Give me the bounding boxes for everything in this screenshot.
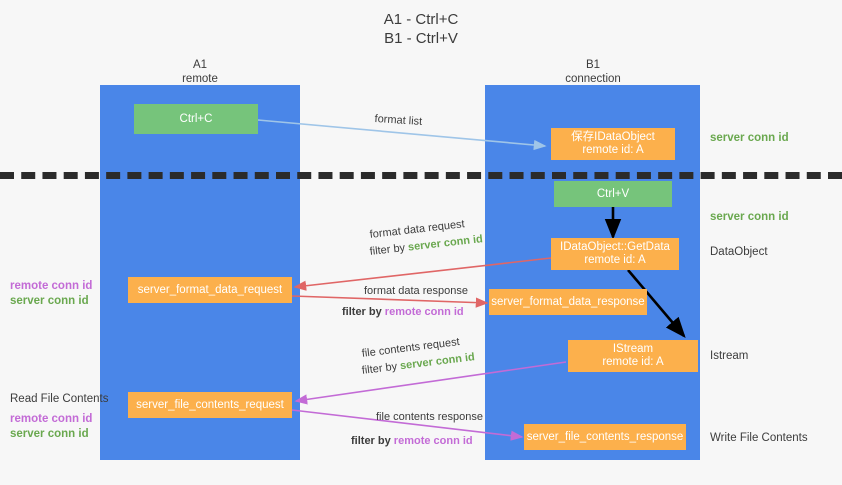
box-server-format-data-request[interactable]: server_format_data_request (128, 277, 292, 303)
annotation-format-list: format list (374, 112, 422, 129)
right-label-server-conn-id-top: server conn id (710, 131, 789, 146)
right-label-server-conn-id-top-text: server conn id (710, 132, 789, 144)
box-server-file-contents-request-label: server_file_contents_request (136, 398, 284, 411)
left-label-server-conn-id-upper: server conn id (10, 295, 89, 307)
filter-prefix: filter by (342, 306, 385, 318)
box-istream-line1: IStream (612, 343, 654, 355)
arrow-getdata-to-istream (627, 269, 686, 338)
lane-header-b1-name: B1 (585, 59, 601, 71)
arrow-format-data-response (291, 295, 489, 308)
phase-divider (0, 172, 842, 179)
arrow-file-contents-request (294, 361, 567, 405)
arrow-file-contents-response (291, 409, 524, 441)
annotation-format-list-text: format list (374, 112, 423, 128)
left-label-remote-conn-id-lower: remote conn id (10, 413, 93, 425)
box-ctrl-v[interactable]: Ctrl+V (554, 181, 672, 207)
arrow-format-list (257, 119, 547, 151)
right-label-write-file-contents: Write File Contents (710, 431, 808, 446)
lane-header-b1-sub: connection (565, 73, 621, 85)
box-idataobject-getdata[interactable]: IDataObject::GetData remote id: A (551, 238, 679, 270)
box-save-idataobject-line1: 保存IDataObject (571, 131, 655, 143)
lane-header-a1-sub: remote (182, 73, 218, 85)
box-istream-line2: remote id: A (602, 356, 664, 368)
box-server-format-data-response[interactable]: server_format_data_response (489, 289, 647, 315)
lane-header-b1: B1 connection (543, 58, 643, 86)
box-ctrl-c-label: Ctrl+C (179, 112, 213, 125)
left-label-read-file-contents: Read File Contents (10, 392, 108, 407)
filter-key-remote-conn-id: remote conn id (393, 435, 473, 447)
box-server-format-data-request-label: server_format_data_request (137, 283, 283, 296)
title-line-2: B1 - Ctrl+V (384, 30, 458, 47)
title-line-1: A1 - Ctrl+C (383, 11, 459, 28)
left-label-conn-ids-upper: remote conn id server conn id (10, 279, 92, 309)
lane-header-a1: A1 remote (150, 58, 250, 86)
right-label-server-conn-id-mid: server conn id (710, 210, 789, 225)
box-istream[interactable]: IStream remote id: A (568, 340, 698, 372)
left-label-read-file-contents-text: Read File Contents (10, 393, 109, 405)
right-label-server-conn-id-mid-text: server conn id (710, 211, 789, 223)
annotation-file-contents-response: file contents response (376, 410, 483, 424)
left-label-server-conn-id-lower: server conn id (10, 428, 89, 440)
filter-key-remote-conn-id: remote conn id (384, 306, 464, 318)
lane-header-a1-name: A1 (192, 59, 208, 71)
box-getdata-line2: remote id: A (584, 254, 646, 266)
annotation-format-data-response-text: format data response (364, 285, 468, 297)
annotation-format-data-response-filter: filter by remote conn id (342, 305, 464, 319)
box-server-file-contents-response-label: server_file_contents_response (526, 430, 684, 443)
left-label-remote-conn-id-upper: remote conn id (10, 280, 93, 292)
page-title: A1 - Ctrl+C B1 - Ctrl+V (321, 10, 521, 48)
box-server-file-contents-response[interactable]: server_file_contents_response (524, 424, 686, 450)
arrow-format-data-request (293, 257, 552, 291)
annotation-file-contents-response-text: file contents response (376, 411, 484, 423)
right-label-istream-text: Istream (710, 350, 749, 362)
right-label-dataobject: DataObject (710, 245, 768, 260)
box-server-format-data-response-label: server_format_data_response (491, 295, 645, 308)
right-label-write-file-contents-text: Write File Contents (710, 432, 808, 444)
right-label-istream: Istream (710, 349, 748, 364)
box-save-idataobject[interactable]: 保存IDataObject remote id: A (551, 128, 675, 160)
filter-prefix: filter by (351, 435, 394, 447)
box-server-file-contents-request[interactable]: server_file_contents_request (128, 392, 292, 418)
right-label-dataobject-text: DataObject (710, 246, 768, 258)
left-label-conn-ids-lower: remote conn id server conn id (10, 412, 92, 442)
box-getdata-line1: IDataObject::GetData (560, 241, 670, 253)
annotation-file-contents-response-filter: filter by remote conn id (351, 434, 473, 448)
box-ctrl-v-label: Ctrl+V (596, 187, 630, 200)
box-save-idataobject-line2: remote id: A (582, 144, 644, 156)
box-ctrl-c[interactable]: Ctrl+C (134, 104, 258, 134)
annotation-format-data-response: format data response (364, 284, 468, 298)
